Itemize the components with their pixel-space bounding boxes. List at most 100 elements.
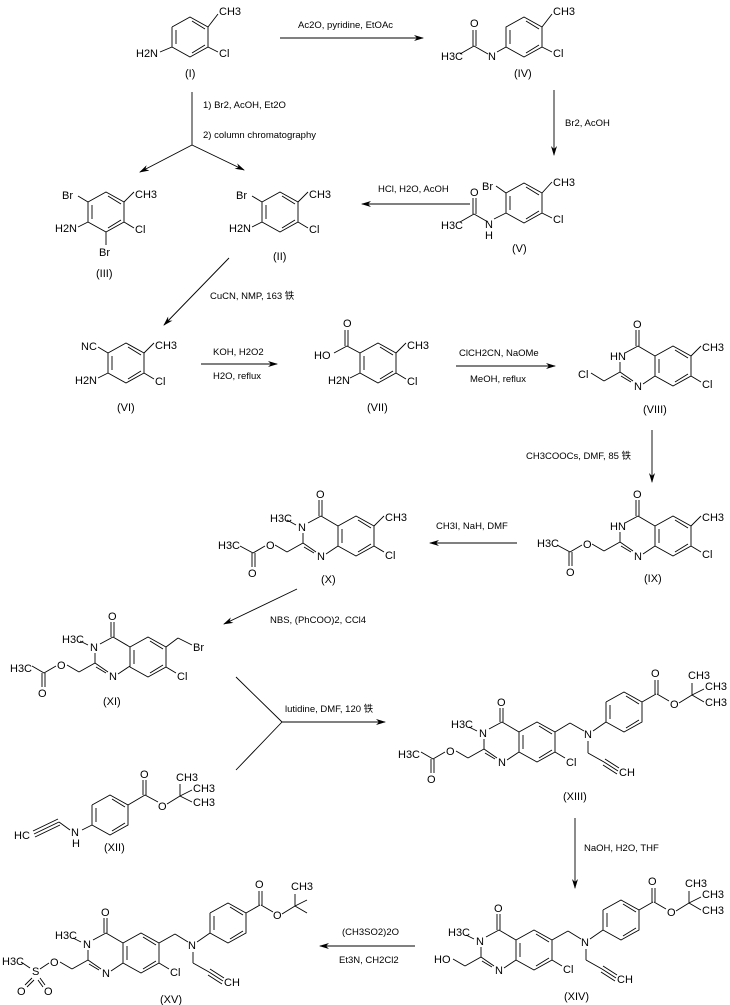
atom-n: N bbox=[498, 757, 506, 769]
atom-h3c: H3C bbox=[441, 220, 463, 232]
atom-ch3: CH3 bbox=[702, 889, 724, 901]
atom-h3c-n: H3C bbox=[62, 634, 84, 646]
atom-ch3: CH3 bbox=[176, 772, 198, 784]
conditions-XI-XII-to-XIII: lutidine, DMF, 120 铁 bbox=[285, 703, 374, 715]
conditions-VII-to-VIII-2: MeOH, reflux bbox=[470, 374, 526, 385]
atom-hn: HN bbox=[610, 351, 626, 363]
atom-h: H bbox=[485, 230, 493, 242]
atom-o2: O bbox=[255, 879, 264, 891]
compound-label: (XIV) bbox=[564, 991, 589, 1003]
atom-ch3: CH3 bbox=[385, 512, 407, 524]
atom-cl: Cl bbox=[566, 757, 576, 769]
compound-label: (VIII) bbox=[643, 404, 667, 416]
atom-cl: Cl bbox=[553, 48, 563, 60]
atom-o-carbonyl: O bbox=[427, 774, 436, 786]
atom-nh2: H2N bbox=[55, 223, 77, 235]
conditions-II-to-VI: CuCN, NMP, 163 铁 bbox=[210, 290, 295, 302]
arrow-II-to-VI bbox=[163, 257, 230, 326]
atom-n3: N bbox=[476, 936, 484, 948]
atom-ch3: CH3 bbox=[702, 342, 724, 354]
atom-h3c: H3C bbox=[441, 51, 463, 63]
conditions-XIII-to-XIV: NaOH, H2O, THF bbox=[584, 843, 659, 854]
compound-label: (XI) bbox=[103, 696, 121, 708]
atom-o: O bbox=[497, 697, 506, 709]
atom-cl: Cl bbox=[135, 224, 145, 236]
atom-cl: Cl bbox=[177, 671, 187, 683]
compound-I: CH3 Cl H2N (I) bbox=[136, 6, 241, 80]
atom-ch3: CH3 bbox=[291, 881, 313, 893]
atom-n: N bbox=[488, 51, 496, 63]
atom-nh2: H2N bbox=[328, 375, 350, 387]
atom-hn: HN bbox=[610, 521, 626, 533]
atom-n: N bbox=[495, 965, 503, 977]
compound-VI: NC CH3 H2N Cl (VI) bbox=[75, 340, 177, 414]
atom-br: Br bbox=[482, 181, 493, 193]
compound-label: (II) bbox=[273, 251, 286, 263]
atom-cl: Cl bbox=[170, 967, 180, 979]
atom-ch3: CH3 bbox=[193, 783, 215, 795]
compound-IV: O H3C N CH3 Cl (IV) bbox=[441, 6, 575, 80]
conditions-VIII-to-IX: CH3COOCs, DMF, 85 铁 bbox=[526, 450, 632, 462]
atom-cl: Cl bbox=[385, 550, 395, 562]
atom-ch3: CH3 bbox=[705, 681, 727, 693]
atom-nh2: H2N bbox=[229, 223, 251, 235]
atom-n-amine: N bbox=[584, 729, 592, 741]
compound-label: (X) bbox=[321, 574, 336, 586]
atom-n3: N bbox=[479, 728, 487, 740]
arrow-X-to-XI bbox=[223, 588, 298, 625]
atom-o: O bbox=[316, 489, 325, 501]
atom-h3c-s: H3C bbox=[2, 956, 24, 968]
atom-o: O bbox=[633, 319, 642, 331]
atom-n-amine: N bbox=[188, 940, 196, 952]
atom-ch3: CH3 bbox=[309, 189, 331, 201]
atom-cl: Cl bbox=[219, 48, 229, 60]
compound-IX: O HN N O O H3C CH3 Cl (IX) bbox=[537, 489, 724, 585]
atom-nc: NC bbox=[81, 341, 97, 353]
atom-o: O bbox=[101, 907, 110, 919]
atom-o-ester2: O bbox=[670, 699, 679, 711]
atom-o-s2: O bbox=[44, 986, 53, 998]
atom-cl: Cl bbox=[553, 214, 563, 226]
atom-o2: O bbox=[648, 876, 657, 888]
arrow-I-to-II-III bbox=[139, 92, 245, 173]
atom-n: N bbox=[485, 219, 493, 231]
conditions-I-to-II-III-2: 2) column chromatography bbox=[203, 130, 316, 141]
atom-n: N bbox=[109, 671, 117, 683]
conditions-VI-to-VII-1: KOH, H2O2 bbox=[213, 347, 264, 358]
atom-o2: O bbox=[651, 668, 660, 680]
atom-h3c-n: H3C bbox=[270, 513, 292, 525]
atom-nh2: H2N bbox=[75, 375, 97, 387]
atom-o-ester: O bbox=[583, 539, 592, 551]
atom-ch: CH bbox=[224, 977, 240, 989]
compound-label: (IX) bbox=[644, 573, 662, 585]
atom-ch3: CH3 bbox=[702, 512, 724, 524]
conditions-VII-to-VIII-1: ClCH2CN, NaOMe bbox=[459, 348, 539, 359]
atom-cl: Cl bbox=[407, 376, 417, 388]
atom-n: N bbox=[317, 551, 325, 563]
atom-o-ester: O bbox=[266, 540, 275, 552]
compound-XV: O N H3C N O S H3C O O Cl N CH O O bbox=[2, 879, 313, 1005]
conditions-V-to-II: HCl, H2O, AcOH bbox=[378, 184, 449, 195]
atom-o-carbonyl: O bbox=[566, 567, 575, 579]
atom-nh2: H2N bbox=[136, 48, 158, 60]
atom-o: O bbox=[140, 769, 149, 781]
benzene-ring bbox=[159, 13, 219, 58]
atom-cl: Cl bbox=[578, 369, 588, 381]
atom-o: O bbox=[470, 18, 479, 30]
atom-ch3: CH3 bbox=[193, 797, 215, 809]
atom-n-amine: N bbox=[581, 937, 589, 949]
atom-cl: Cl bbox=[155, 376, 165, 388]
compound-label: (VII) bbox=[367, 402, 388, 414]
atom-n: N bbox=[634, 551, 642, 563]
atom-o-carbonyl: O bbox=[38, 688, 47, 700]
atom-n: N bbox=[102, 968, 110, 980]
atom-o: O bbox=[470, 187, 479, 199]
compound-label: (V) bbox=[512, 243, 527, 255]
atom-o-ester2: O bbox=[273, 910, 282, 922]
atom-o-ester: O bbox=[57, 660, 66, 672]
compound-label: (IV) bbox=[514, 68, 532, 80]
atom-h3c: H3C bbox=[10, 663, 32, 675]
atom-ch3: CH3 bbox=[705, 697, 727, 709]
atom-h3c: H3C bbox=[398, 749, 420, 761]
